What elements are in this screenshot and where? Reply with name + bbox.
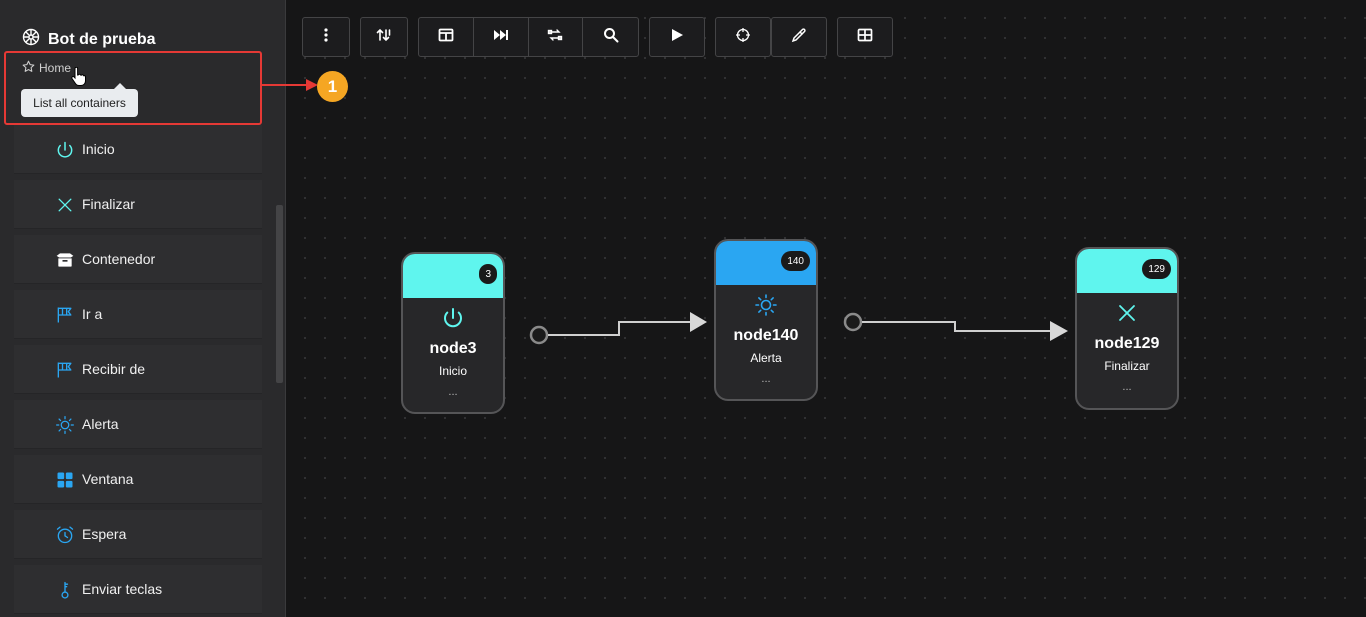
skip-forward-button[interactable] <box>474 18 529 56</box>
node-count-badge: 129 <box>1142 259 1171 279</box>
sidebar-item-label: Alerta <box>82 416 119 432</box>
node-title: node140 <box>733 327 799 344</box>
close-icon <box>54 194 76 216</box>
fast-forward-icon <box>493 27 509 48</box>
sidebar-item-label: Ventana <box>82 471 134 487</box>
sidebar-scrollbar[interactable] <box>276 205 283 383</box>
node-more[interactable]: ... <box>1122 381 1132 393</box>
search-icon <box>603 27 619 48</box>
grid-icon <box>54 469 76 491</box>
star-icon <box>22 60 35 76</box>
layout-button[interactable] <box>419 18 474 56</box>
node-more[interactable]: ... <box>448 386 458 398</box>
sidebar-item-inicio[interactable]: Inicio <box>14 125 262 174</box>
sidebar-item-label: Ir a <box>82 306 103 322</box>
flow-node-inicio[interactable]: 3 node3 Inicio ... <box>401 252 505 414</box>
sidebar-item-espera[interactable]: Espera <box>14 510 262 559</box>
sidebar-item-ir-a[interactable]: Ir a <box>14 290 262 339</box>
tooltip: List all containers <box>21 83 138 117</box>
sidebar-item-label: Contenedor <box>82 251 156 267</box>
node-title: node129 <box>1094 335 1160 352</box>
sidebar-item-finalizar[interactable]: Finalizar <box>14 180 262 229</box>
node-title: node3 <box>429 340 477 357</box>
sidebar-item-alerta[interactable]: Alerta <box>14 400 262 449</box>
search-button[interactable] <box>583 18 638 56</box>
node-header: 129 <box>1077 249 1177 293</box>
breadcrumb-home[interactable]: Home <box>22 60 71 76</box>
sidebar-item-label: Enviar teclas <box>82 581 163 597</box>
annotation-arrow <box>262 79 318 91</box>
picker-button[interactable] <box>771 17 827 57</box>
bot-title-text: Bot de prueba <box>48 30 156 48</box>
node-subtitle: Finalizar <box>1104 359 1150 373</box>
key-icon <box>54 579 76 601</box>
sun-icon <box>716 293 816 317</box>
close-icon <box>1077 301 1177 325</box>
flow-node-alerta[interactable]: 140 node140 Alerta ... <box>714 239 818 401</box>
swap-button[interactable] <box>529 18 584 56</box>
node-subtitle: Inicio <box>438 364 467 378</box>
sidebar-item-contenedor[interactable]: Contenedor <box>14 235 262 284</box>
sidebar-item-label: Finalizar <box>82 196 135 212</box>
play-icon <box>669 27 685 48</box>
flow-canvas[interactable] <box>287 0 1366 617</box>
sort-button[interactable] <box>360 17 408 57</box>
columns-icon <box>438 27 454 48</box>
vertical-dots-icon <box>318 27 334 48</box>
sidebar-item-ventana[interactable]: Ventana <box>14 455 262 504</box>
eyedropper-icon <box>791 27 807 48</box>
view-toolbar-group <box>418 17 639 57</box>
power-icon <box>403 306 503 330</box>
sun-icon <box>54 414 76 436</box>
flow-node-finalizar[interactable]: 129 node129 Finalizar ... <box>1075 247 1179 410</box>
sidebar-item-enviar-teclas[interactable]: Enviar teclas <box>14 565 262 614</box>
node-header: 3 <box>403 254 503 298</box>
sidebar: Bot de prueba Home List all containers I… <box>0 0 286 617</box>
table-button[interactable] <box>837 17 893 57</box>
alarm-icon <box>54 524 76 546</box>
node-count-badge: 140 <box>781 251 810 271</box>
sidebar-item-recibir-de[interactable]: Recibir de <box>14 345 262 394</box>
power-icon <box>54 139 76 161</box>
node-more[interactable]: ... <box>761 373 771 385</box>
sort-arrows-icon <box>376 27 392 48</box>
sidebar-item-label: Espera <box>82 526 127 542</box>
node-header: 140 <box>716 241 816 285</box>
table-icon <box>857 27 873 48</box>
annotation-step-badge: 1 <box>317 71 348 102</box>
box-icon <box>54 249 76 271</box>
node-count-badge: 3 <box>479 264 497 284</box>
flag-icon <box>54 359 76 381</box>
bot-title: Bot de prueba <box>22 28 156 51</box>
swap-icon <box>547 27 563 48</box>
sidebar-item-label: Inicio <box>82 141 115 157</box>
hand-cursor-icon <box>70 66 86 87</box>
sidebar-item-label: Recibir de <box>82 361 146 377</box>
crosshair-icon <box>735 27 751 48</box>
run-button[interactable] <box>649 17 705 57</box>
wheel-icon <box>22 28 40 51</box>
node-subtitle: Alerta <box>750 351 782 365</box>
more-options-button[interactable] <box>302 17 350 57</box>
flag-icon <box>54 304 76 326</box>
breadcrumb-label: Home <box>39 61 72 75</box>
target-button[interactable] <box>715 17 771 57</box>
